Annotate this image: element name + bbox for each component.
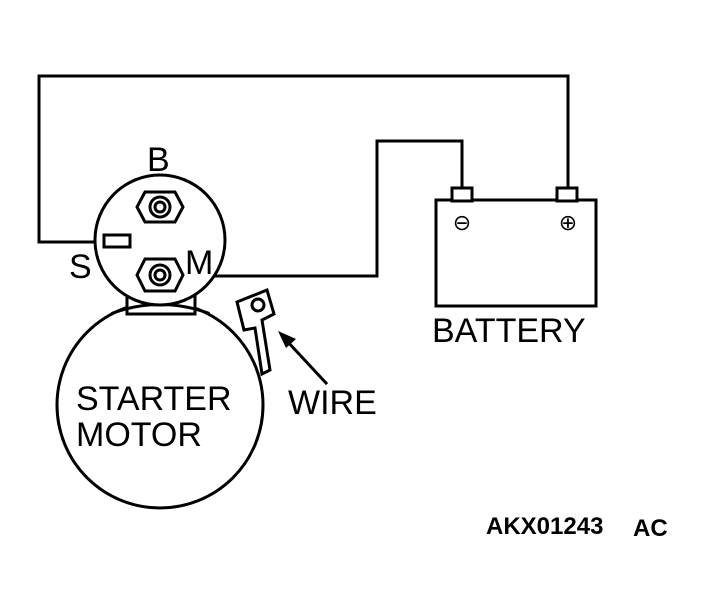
label-terminal-s: S xyxy=(69,248,92,286)
label-terminal-m: M xyxy=(185,244,213,282)
wire-pointer-arrow xyxy=(278,331,329,386)
battery-negative-post xyxy=(450,186,474,203)
battery: ⊖ ⊕ xyxy=(434,186,598,308)
label-battery: BATTERY xyxy=(432,312,586,350)
figure-code: AKX01243 xyxy=(486,513,603,540)
label-wire: WIRE xyxy=(288,384,377,422)
wire-s-to-battery-positive xyxy=(37,74,570,244)
terminal-b-nut xyxy=(135,190,185,224)
terminal-m-nut xyxy=(135,257,185,293)
battery-positive-post xyxy=(555,186,579,203)
battery-positive-symbol: ⊕ xyxy=(559,210,577,235)
terminal-s-tab xyxy=(102,233,132,249)
battery-case xyxy=(434,198,598,308)
label-motor: MOTOR xyxy=(76,416,202,454)
solenoid-body xyxy=(93,173,227,307)
label-starter: STARTER xyxy=(76,380,232,418)
label-terminal-b: B xyxy=(147,141,170,179)
figure-suffix: AC xyxy=(633,515,668,542)
wire-m-to-battery-negative xyxy=(178,139,464,278)
ground-wire-bracket xyxy=(235,287,276,377)
battery-negative-symbol: ⊖ xyxy=(453,210,471,235)
